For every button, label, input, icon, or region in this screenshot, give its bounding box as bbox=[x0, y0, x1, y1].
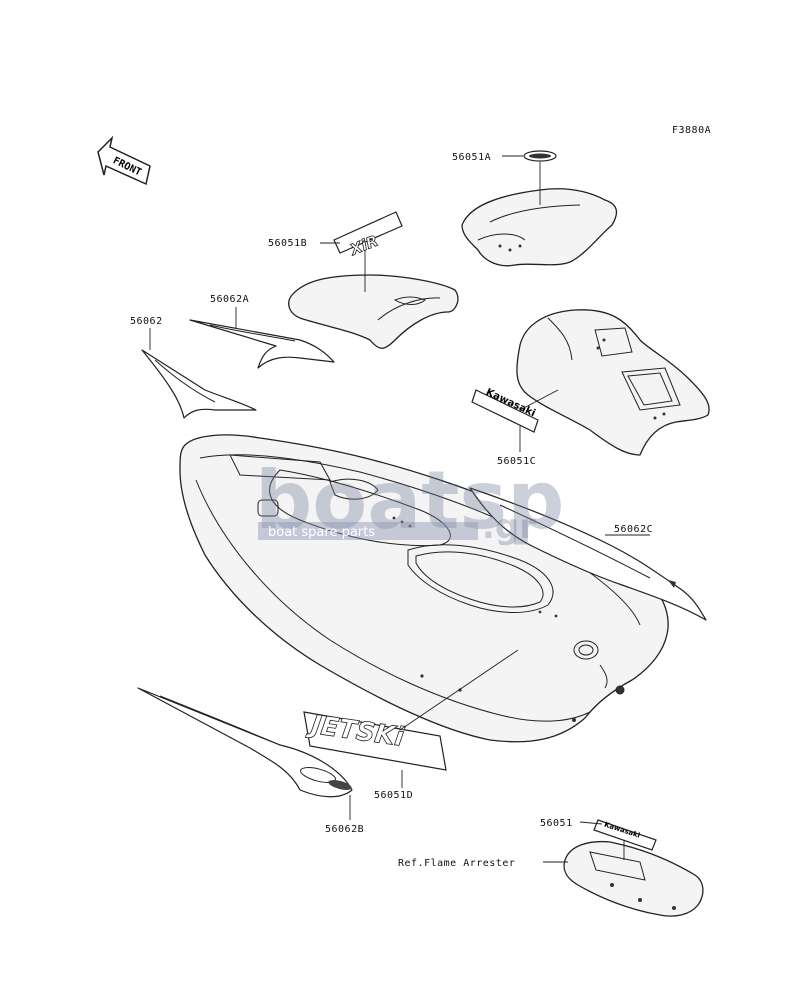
callout-56062C: 56062C bbox=[614, 524, 653, 535]
badge-56051A bbox=[523, 150, 557, 162]
hull bbox=[179, 434, 669, 743]
svg-text:JETSKi: JETSKi bbox=[304, 709, 406, 752]
callout-56051A: 56051A bbox=[452, 152, 491, 163]
badge-56051D: JETSKi bbox=[303, 709, 447, 771]
callout-56051C: 56051C bbox=[497, 456, 536, 467]
callout-ref-flame-arrester: Ref.Flame Arrester bbox=[398, 858, 515, 869]
badge-56051B: XiR bbox=[333, 211, 403, 260]
stripe-56062C bbox=[469, 487, 707, 621]
stripe-56062B bbox=[137, 687, 353, 798]
callout-56062A: 56062A bbox=[210, 294, 249, 305]
flame-arrester bbox=[563, 840, 704, 917]
callout-56062: 56062 bbox=[130, 316, 163, 327]
handlebar-cover bbox=[461, 188, 618, 267]
callout-56051: 56051 bbox=[540, 818, 573, 829]
watermark: boatsp .gr boat spare parts bbox=[255, 454, 564, 547]
figure-code: F3880A bbox=[672, 125, 711, 136]
svg-text:boat spare parts: boat spare parts bbox=[268, 525, 375, 540]
callout-56051D: 56051D bbox=[374, 790, 413, 801]
callout-56051B: 56051B bbox=[268, 238, 307, 249]
svg-text:boatsp: boatsp bbox=[255, 454, 564, 547]
front-arrow-icon: FRONT bbox=[97, 135, 151, 186]
callout-56062B: 56062B bbox=[325, 824, 364, 835]
stripe-56062A bbox=[189, 319, 335, 369]
engine-hood bbox=[516, 309, 710, 456]
rear-cover bbox=[288, 274, 459, 349]
svg-text:.gr: .gr bbox=[482, 507, 536, 547]
stripe-56062 bbox=[141, 349, 257, 419]
